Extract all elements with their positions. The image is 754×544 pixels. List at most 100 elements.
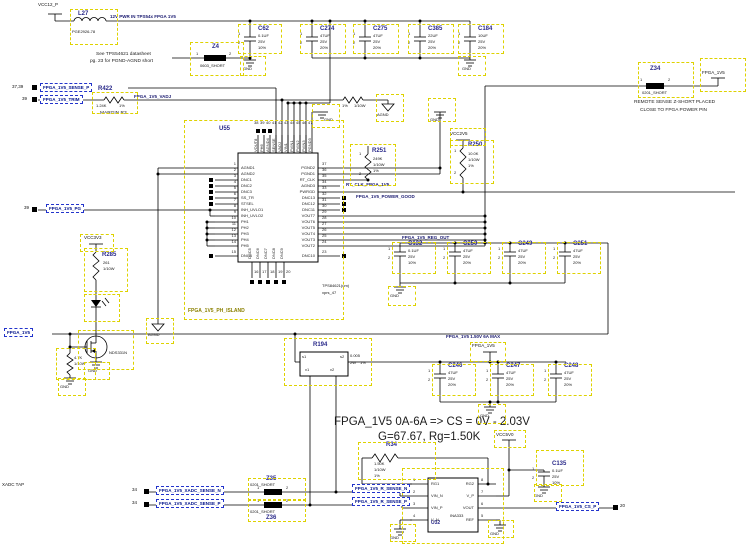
cap-value: 10% (408, 260, 417, 265)
r34-ref: R34 (386, 442, 398, 448)
r285-v1: 261 (103, 260, 110, 265)
net-label-r-sense-n: FPGA_1V5_R_SENSE_N (352, 484, 411, 493)
box-agnd2 (146, 318, 174, 344)
pg-pin: 39 (24, 205, 30, 210)
r285-v2: 1/10W (103, 266, 115, 271)
box-flag-fpga1v5 (700, 58, 746, 92)
trim-pin: 39 (22, 96, 28, 101)
box-c248 (548, 364, 592, 396)
u55-pin-num: 36 (322, 167, 327, 172)
r194-t1: v1 (305, 367, 310, 372)
gnd-label: GND (88, 368, 97, 373)
cap-value: 25V (478, 39, 486, 44)
u55-pin-num: 5 (233, 185, 236, 190)
gnd-label: GND (480, 413, 489, 418)
l27-value: PGE2926-78 (72, 29, 96, 34)
r194-s2: s2 (340, 354, 345, 359)
u55-pin-num: 13 (231, 233, 236, 238)
cap-pin: 1 (458, 31, 461, 36)
cap-pin: 1 (443, 246, 446, 251)
box-r285 (84, 248, 128, 292)
u55-pin-name: VOUT7 (301, 212, 315, 218)
box-vcc5v0 (494, 430, 526, 448)
cap-ref-C249: C249 (518, 241, 533, 247)
u55-pin-num: 47 (308, 120, 313, 125)
agnd-label: AGND (377, 112, 389, 117)
box-c135 (536, 450, 584, 486)
u55-pin-num: 27 (322, 221, 327, 226)
cap-value: 47UF (373, 33, 383, 38)
sense-p-pins: 37,39 (12, 84, 24, 89)
u55-pin-num: 33 (322, 185, 327, 190)
cap-value: 25V (552, 474, 560, 479)
cap-value: 25V (463, 254, 471, 259)
u55-pin-name: DNC11 (302, 206, 315, 212)
u32-pin-name: VIN_N (431, 492, 443, 498)
z35-pin2: 2 (286, 485, 289, 490)
cap-value: 47UF (573, 248, 583, 253)
cap-ref-C251: C251 (573, 241, 588, 247)
box-r251 (350, 144, 396, 186)
cap-pin: 1 (553, 246, 556, 251)
flag-fpga1v5-out-label: FPGA_1V5 (472, 343, 495, 348)
r194-ref: R194 (313, 342, 328, 348)
agnd-label: AGND (148, 332, 160, 337)
u32-pin-num: 7 (481, 489, 484, 494)
box-c184 (458, 24, 504, 54)
cap-pin: 1 (428, 368, 431, 373)
net-reg-out: FPGA_1V5_REG_OUT (402, 235, 450, 240)
u55-part: TPS84621(um) (322, 283, 350, 288)
cap-ref-C184: C184 (478, 26, 493, 32)
cap-value: 22UF (428, 33, 438, 38)
u32-pin-name: V_N (431, 516, 439, 522)
u55-pin-num: 18 (270, 269, 275, 274)
u55-pin-num: 15 (231, 249, 236, 254)
u55-pin-num: 20 (286, 269, 291, 274)
u55-pin-name: PH4 (241, 236, 249, 242)
cap-value: 10UF (478, 33, 488, 38)
u55-pin-name: PGND2 (301, 164, 315, 170)
u55-pin-name: STSEL (241, 200, 254, 206)
rvadj-v1: 1% (342, 103, 348, 108)
cap-ref-C247: C247 (506, 363, 521, 369)
cap-ref-C275: C275 (373, 26, 388, 32)
u55-pin-num: 41 (272, 120, 277, 125)
cap-value: 20% (463, 260, 472, 265)
u55-pin-num: 25 (322, 233, 327, 238)
xadc-p-pin: 34 (132, 500, 138, 505)
box-gnd6 (84, 362, 110, 380)
cap-value: 25V (564, 376, 572, 381)
box-r34 (358, 442, 436, 480)
net-label-pg: FPGA_1V5_PG (46, 204, 85, 213)
u32-pin-name: VOUT (462, 504, 474, 510)
box-mosfet (78, 330, 134, 370)
z34-ref: Z34 (650, 66, 661, 72)
cap-pin: 2 (498, 255, 501, 260)
u55-pin-num: 19 (278, 269, 283, 274)
r251-v1: 249K (373, 156, 383, 161)
u55-pin-num: 11 (231, 221, 236, 226)
box-agnd1 (376, 94, 404, 122)
u55-pin-num: 7 (233, 197, 236, 202)
u55-pin-num: 14 (231, 239, 236, 244)
u55-pin-num: 44 (290, 120, 295, 125)
r422-ref: R422 (98, 86, 113, 92)
cap-pin: 2 (532, 475, 535, 480)
u32-pin-name: V_P (466, 492, 474, 498)
box-c249 (502, 242, 546, 274)
cap-value: 0.1UF (258, 33, 269, 38)
net-label-cs-p: FPGA_1V5_CS_P (556, 502, 600, 511)
box-r194 (284, 338, 372, 386)
cap-pin: 1 (498, 246, 501, 251)
net-label-rail-tap: FPGA_1V5 (4, 328, 34, 337)
net-label-xadc-p: FPGA_1V5_XADC_SENSE_P (156, 499, 224, 508)
cap-pin: 2 (353, 40, 356, 45)
cap-pin: 2 (408, 40, 411, 45)
r250-v2: 1/10W (468, 157, 480, 162)
u32-pin-num: 2 (413, 489, 416, 494)
u55-pin-name: DNC3 (241, 188, 252, 194)
r251-v2: 1/10W (373, 162, 385, 167)
flag-fpga1v5-remote-label: FPGA_1V5 (702, 70, 725, 75)
cap-pin: 2 (458, 40, 461, 45)
u55-pin-name: VOUT3 (301, 236, 315, 242)
